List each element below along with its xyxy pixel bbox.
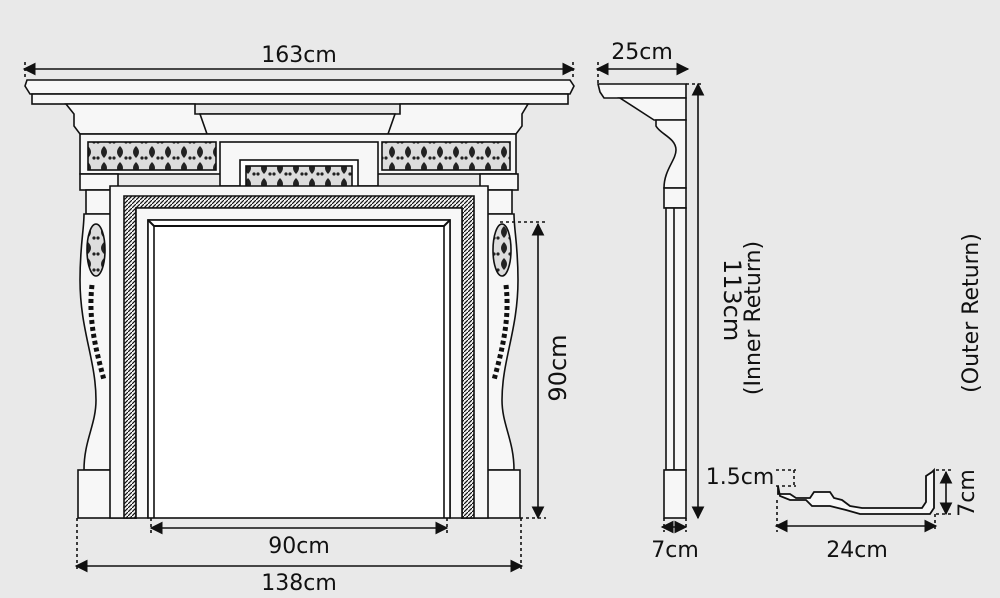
label-outer-return: (Outer Return) — [959, 233, 984, 393]
label-overall-width: 163cm — [261, 43, 337, 68]
frieze-carving-right — [381, 141, 511, 171]
frieze-carving-left — [87, 141, 217, 171]
label-total-height: 113cm — [718, 259, 746, 341]
label-opening-width: 90cm — [268, 534, 330, 559]
shelf-profile-section — [777, 467, 935, 515]
label-shelf-depth: 25cm — [611, 40, 673, 65]
dimension-lines — [22, 62, 953, 573]
mantel-shelf-lower — [31, 93, 569, 105]
side-shelf — [596, 83, 687, 99]
label-profile-step: 1.5cm — [706, 465, 775, 490]
side-pilaster — [665, 207, 687, 471]
firebox-opening — [147, 219, 451, 519]
side-plinth — [663, 469, 687, 519]
mantel-shelf — [24, 79, 575, 95]
leg-medallion-right — [492, 223, 512, 277]
cornice-center — [198, 113, 397, 135]
label-inner-return: (Inner Return) — [741, 241, 766, 395]
leg-medallion-left — [86, 223, 106, 277]
side-cornice — [617, 97, 687, 121]
label-base-width: 138cm — [261, 571, 337, 596]
side-bracket — [655, 119, 687, 189]
label-leg-depth: 7cm — [651, 538, 699, 563]
label-profile-width: 24cm — [826, 538, 888, 563]
label-opening-height: 90cm — [544, 334, 572, 401]
label-profile-height: 7cm — [955, 469, 980, 517]
front-elevation — [24, 79, 575, 519]
side-elevation — [596, 83, 687, 519]
side-capital — [663, 187, 687, 209]
